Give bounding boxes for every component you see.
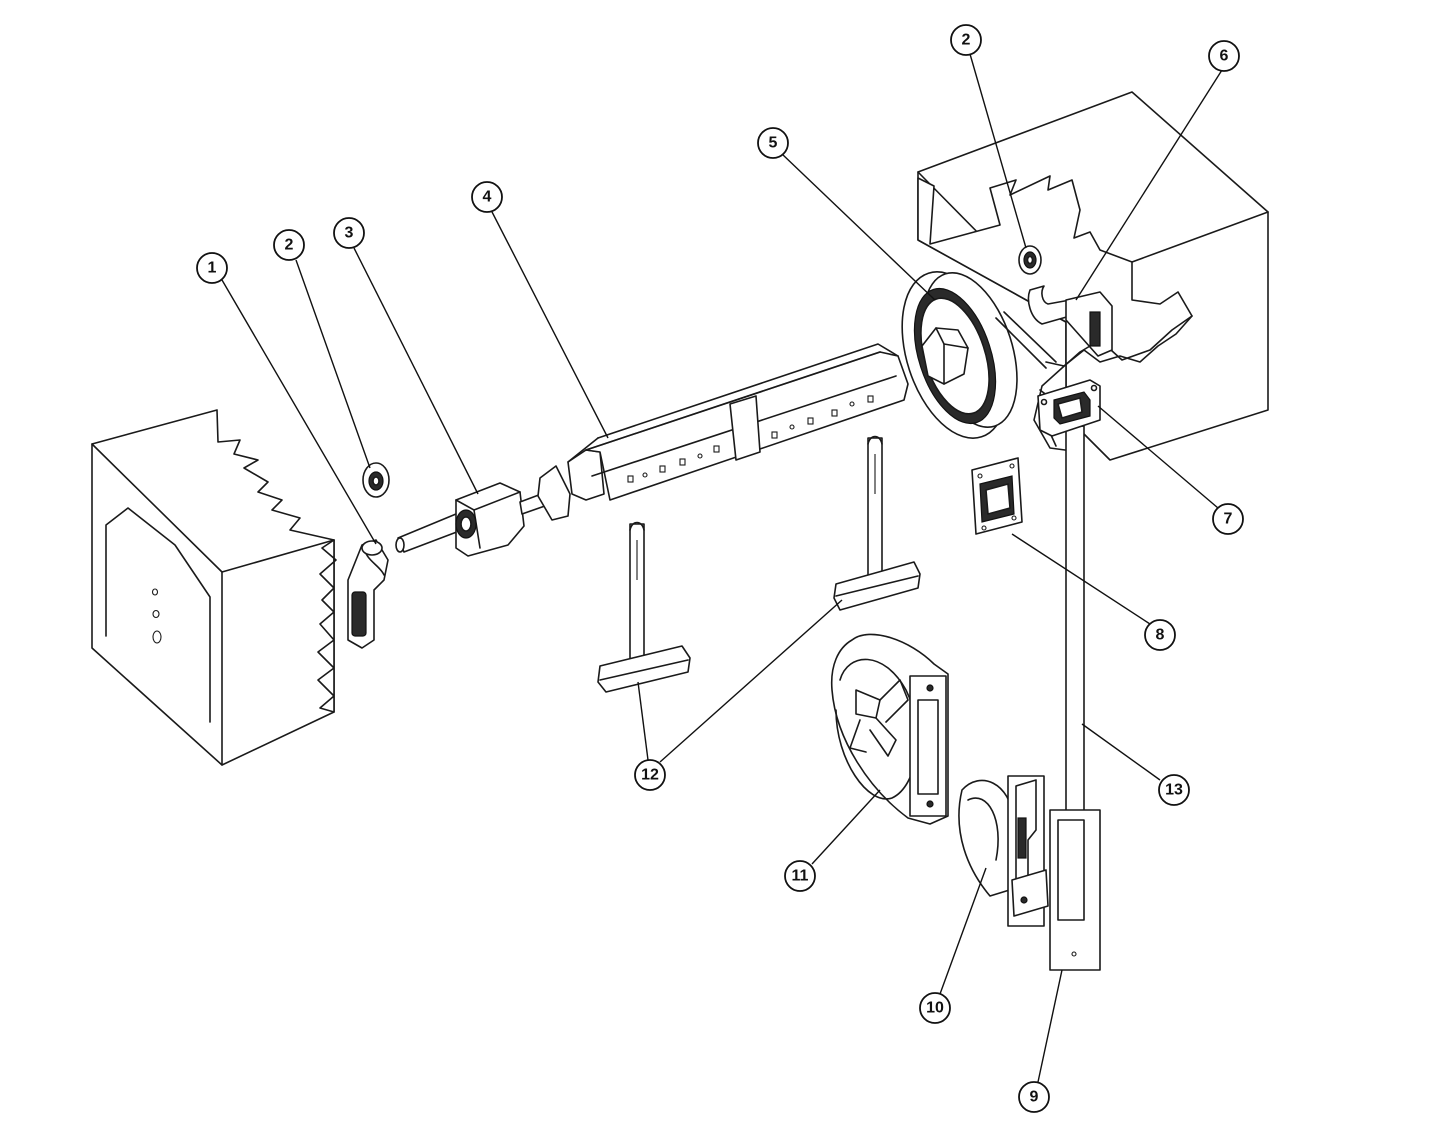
callout-4: 4 <box>471 181 503 213</box>
part-12-slat-hangers <box>597 435 921 693</box>
part-7-strap-guide <box>1037 379 1101 437</box>
svg-text:4: 4 <box>483 189 492 206</box>
part-8-flush-plate <box>971 457 1023 535</box>
callout-2-left: 2 <box>273 229 305 261</box>
callout-7: 7 <box>1212 503 1244 535</box>
callout-5: 5 <box>757 127 789 159</box>
callout-1: 1 <box>196 252 228 284</box>
callout-2-right: 2 <box>950 24 982 56</box>
svg-text:9: 9 <box>1030 1089 1039 1106</box>
svg-text:5: 5 <box>769 135 778 152</box>
callout-6: 6 <box>1208 40 1240 72</box>
svg-text:3: 3 <box>345 225 354 242</box>
part-2-bearing-right <box>1018 245 1042 275</box>
callout-11: 11 <box>784 860 816 892</box>
callout-3: 3 <box>333 217 365 249</box>
part-4-octagonal-tube <box>567 343 909 501</box>
svg-text:8: 8 <box>1156 627 1165 644</box>
part-2-bearing-left <box>362 462 390 498</box>
svg-text:2: 2 <box>285 237 294 254</box>
svg-text:13: 13 <box>1165 782 1183 799</box>
part-9-cover-plate <box>1049 809 1101 971</box>
tube-holes <box>627 395 874 483</box>
svg-text:6: 6 <box>1220 48 1229 65</box>
svg-text:1: 1 <box>208 260 217 277</box>
callout-13: 13 <box>1158 774 1190 806</box>
part-6-hook-bracket <box>1027 285 1113 357</box>
callout-9: 9 <box>1018 1081 1050 1113</box>
callout-8: 8 <box>1144 619 1176 651</box>
svg-text:2: 2 <box>962 32 971 49</box>
part-3-motor-head <box>395 465 571 557</box>
part-11-strap-winder <box>830 633 949 825</box>
part-10-winder-open <box>958 775 1049 927</box>
callout-10: 10 <box>919 992 951 1024</box>
leader-lines <box>221 53 1223 1083</box>
part-5-strap-pulley <box>901 271 1018 439</box>
svg-text:11: 11 <box>792 868 809 885</box>
left-wall-block <box>91 409 337 766</box>
svg-text:7: 7 <box>1224 511 1233 528</box>
svg-text:12: 12 <box>641 767 659 784</box>
callout-12: 12 <box>634 759 666 791</box>
svg-text:10: 10 <box>926 1000 944 1017</box>
part-1-left-bracket <box>347 539 389 649</box>
